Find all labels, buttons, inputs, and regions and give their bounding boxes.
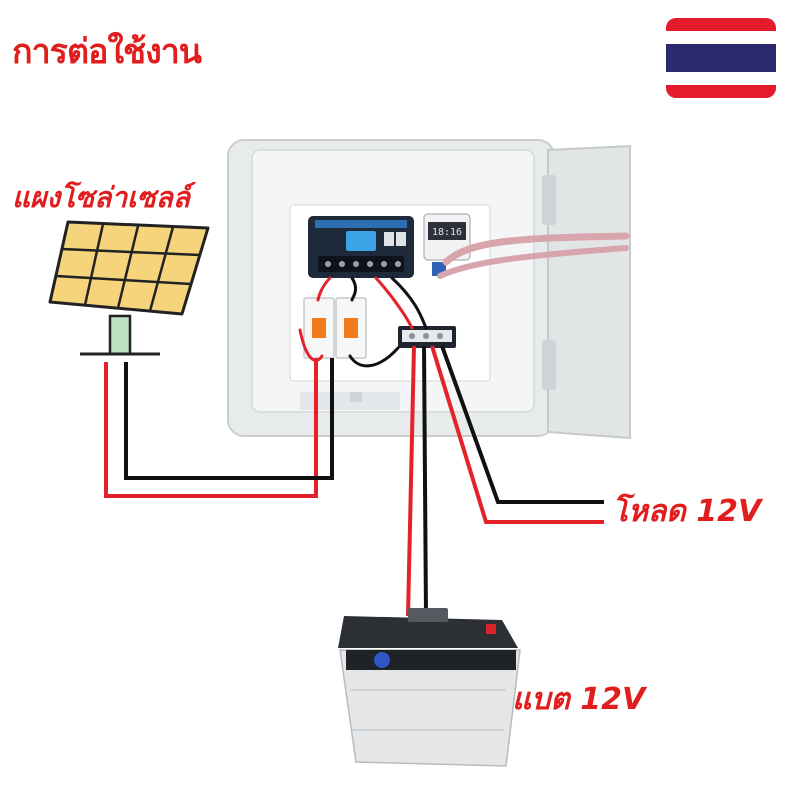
solar-panel-label: แผงโซล่าเซลล์ [12,181,190,214]
enclosure-door [542,144,631,440]
timer-display: 18:16 [432,227,462,238]
internal-wires [298,232,630,368]
terminal-block [398,326,456,348]
enclosure-box [227,139,555,437]
charge-controller [308,216,414,278]
battery-wires [406,345,428,617]
solar-wires [104,358,334,498]
thailand-flag-icon [666,18,776,98]
page-title: การต่อใช้งาน [12,32,202,72]
battery [338,608,521,767]
solar-panel [48,220,210,356]
load-wires [430,345,604,524]
circuit-breakers [303,297,367,359]
battery-label: แบต 12V [512,682,646,717]
load-label: โหลด 12V [612,494,762,529]
digital-timer: 18:16 [423,213,471,276]
